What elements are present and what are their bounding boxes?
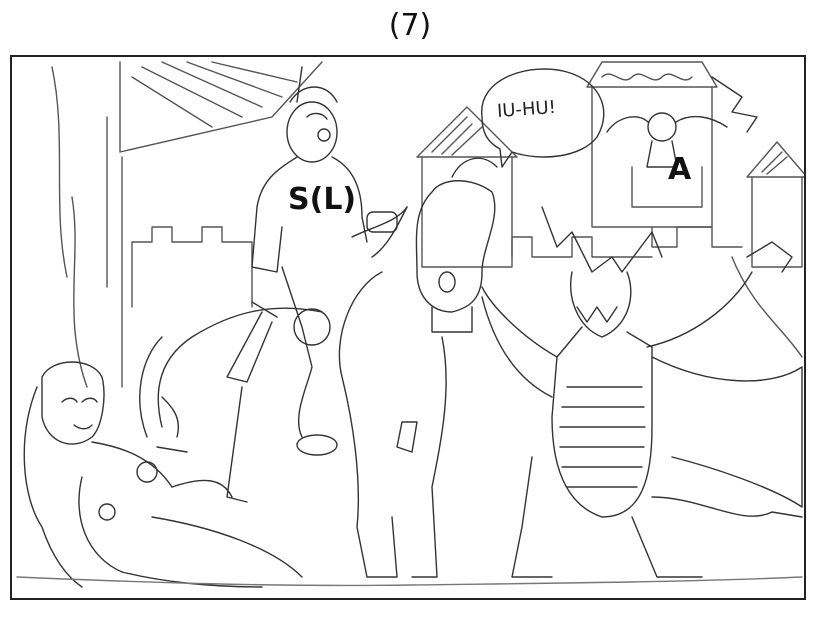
dragon-figure (481, 206, 803, 578)
rider-figure (226, 66, 408, 456)
panel-number: (7) (388, 8, 432, 43)
sketch-drawing (16, 61, 804, 588)
castle-left (51, 61, 323, 388)
reclining-figure (23, 361, 303, 588)
tower-figure-label: A (668, 152, 692, 187)
horse-figure (139, 157, 498, 578)
tower-figure (606, 76, 758, 168)
speech-bubble-text: IU-HU! (496, 96, 557, 123)
ground (16, 576, 803, 587)
speech-bubble-shape (481, 68, 605, 168)
rider-label: S(L) (288, 182, 357, 217)
comic-panel: IU-HU! S(L) A (10, 55, 806, 600)
castle-right (416, 61, 804, 358)
